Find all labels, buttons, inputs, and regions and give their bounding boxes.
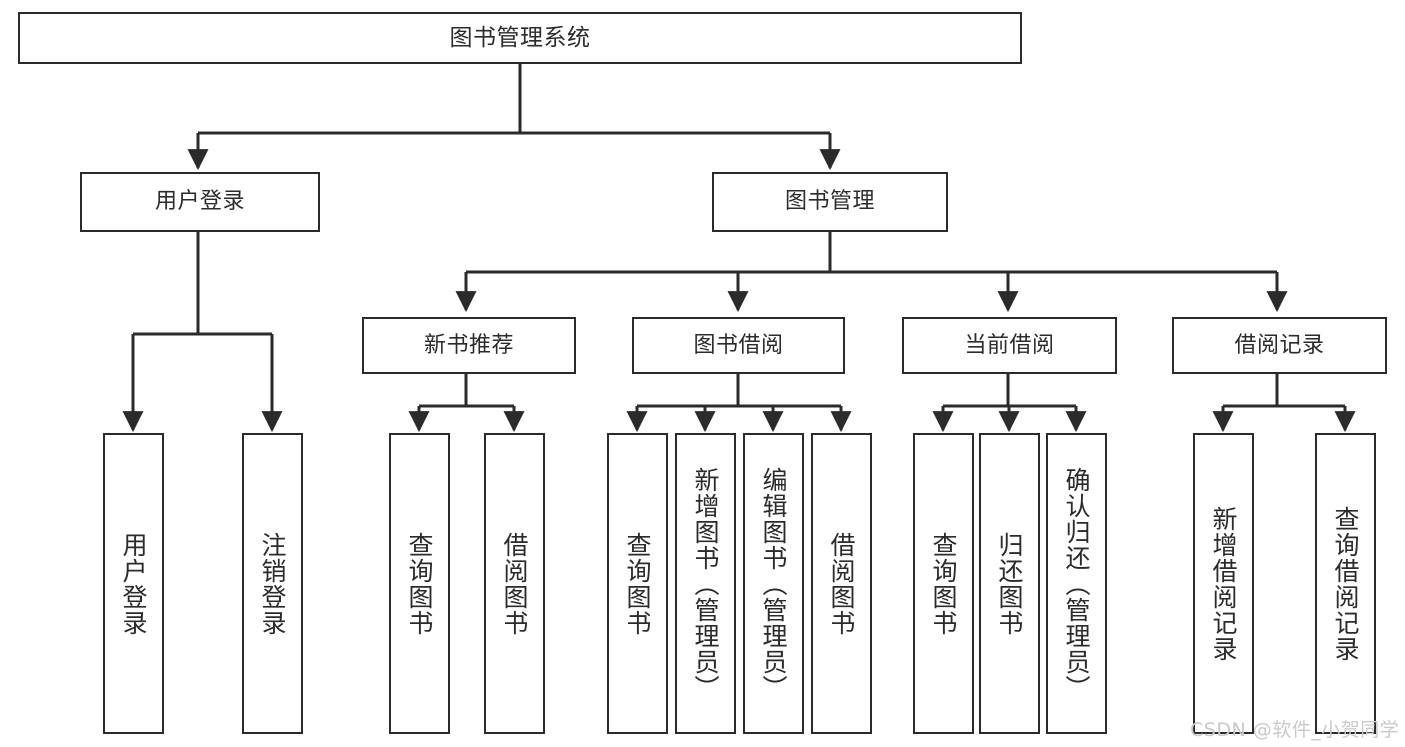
node-new-book-recommend-label: 新书推荐 xyxy=(423,332,514,358)
node-book-borrow-label: 图书借阅 xyxy=(693,332,784,358)
node-leaf-confirm-return-label: 确认归还（管理员） xyxy=(1062,466,1091,701)
node-root-label: 图书管理系统 xyxy=(449,24,591,51)
node-leaf-query-book-3-label: 查询图书 xyxy=(929,531,958,636)
node-leaf-edit-book[interactable]: 编辑图书（管理员） xyxy=(743,433,804,734)
node-leaf-confirm-return[interactable]: 确认归还（管理员） xyxy=(1046,433,1107,734)
node-leaf-query-book-2-label: 查询图书 xyxy=(623,531,652,636)
node-leaf-edit-book-label: 编辑图书（管理员） xyxy=(759,466,788,701)
node-leaf-add-book[interactable]: 新增图书（管理员） xyxy=(675,433,736,734)
node-leaf-query-book-1[interactable]: 查询图书 xyxy=(389,433,450,734)
node-leaf-add-record-label: 新增借阅记录 xyxy=(1209,505,1238,662)
node-book-borrow[interactable]: 图书借阅 xyxy=(632,317,845,374)
node-leaf-return-book-label: 归还图书 xyxy=(995,531,1024,636)
node-leaf-add-book-label: 新增图书（管理员） xyxy=(691,466,720,701)
node-current-borrow-label: 当前借阅 xyxy=(964,332,1055,358)
node-leaf-query-book-3[interactable]: 查询图书 xyxy=(913,433,974,734)
node-book-manage[interactable]: 图书管理 xyxy=(712,172,948,232)
node-book-manage-label: 图书管理 xyxy=(784,189,875,215)
node-new-book-recommend[interactable]: 新书推荐 xyxy=(362,317,576,374)
csdn-watermark: CSDN @软件_小贺同学 xyxy=(1190,719,1400,741)
node-leaf-query-record[interactable]: 查询借阅记录 xyxy=(1315,433,1376,734)
node-leaf-query-book-2[interactable]: 查询图书 xyxy=(607,433,668,734)
node-leaf-query-record-label: 查询借阅记录 xyxy=(1331,505,1360,662)
node-leaf-query-book-1-label: 查询图书 xyxy=(405,531,434,636)
node-leaf-add-record[interactable]: 新增借阅记录 xyxy=(1193,433,1254,734)
node-leaf-logout[interactable]: 注销登录 xyxy=(242,433,303,734)
node-leaf-borrow-book-1-label: 借阅图书 xyxy=(500,531,529,636)
node-leaf-logout-label: 注销登录 xyxy=(258,531,287,636)
node-leaf-borrow-book-2[interactable]: 借阅图书 xyxy=(811,433,872,734)
node-leaf-borrow-book-2-label: 借阅图书 xyxy=(827,531,856,636)
node-user-login[interactable]: 用户登录 xyxy=(80,172,320,232)
node-borrow-record-label: 借阅记录 xyxy=(1234,332,1325,358)
node-borrow-record[interactable]: 借阅记录 xyxy=(1172,317,1387,374)
node-leaf-user-login-label: 用户登录 xyxy=(119,531,148,636)
node-leaf-borrow-book-1[interactable]: 借阅图书 xyxy=(484,433,545,734)
node-user-login-label: 用户登录 xyxy=(154,189,245,215)
node-leaf-return-book[interactable]: 归还图书 xyxy=(979,433,1040,734)
node-current-borrow[interactable]: 当前借阅 xyxy=(902,317,1117,374)
node-leaf-user-login[interactable]: 用户登录 xyxy=(103,433,164,734)
node-root[interactable]: 图书管理系统 xyxy=(18,12,1022,64)
